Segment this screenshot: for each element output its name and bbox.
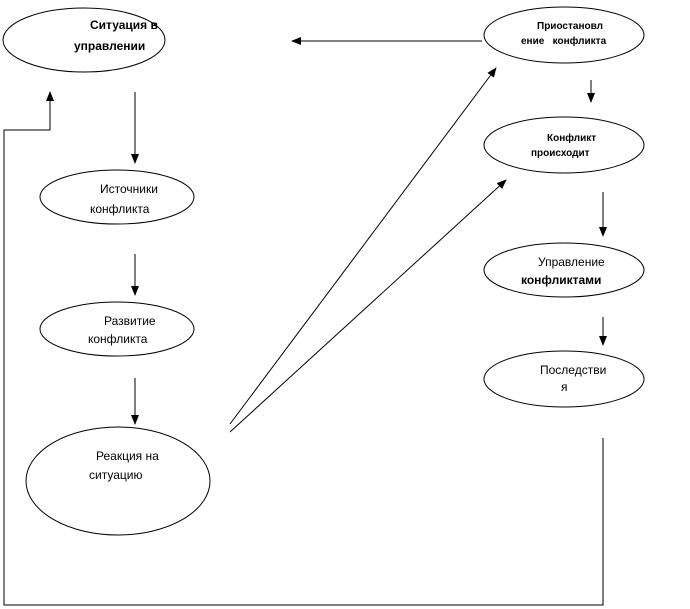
management-label-line2: конфликтами [521,273,601,287]
node-occurs [483,116,645,174]
occurs-label-line2: происходит [531,148,590,159]
feedback-loop-line [3,91,604,606]
development-label-line1: Развитие [104,314,156,328]
management-label-line1: Управление [538,255,605,269]
situation-label-line1: Ситуация в [90,18,158,32]
node-suspension [483,6,645,64]
node-situation [2,7,166,73]
node-development [39,301,195,357]
consequences-label-line2: я [561,380,568,394]
sources-label-line2: конфликта [90,202,150,216]
suspension-label-line2: ение конфликта [521,35,607,47]
node-management [483,242,645,298]
consequences-label-line1: Последстви [540,363,606,377]
node-reaction [25,426,211,536]
sources-label-line1: Источники [100,182,158,196]
arrow-reaction-to-suspension [229,67,497,425]
node-consequences [483,350,645,408]
development-label-line2: конфликта [88,332,148,346]
reaction-label-line1: Реакция на [96,449,159,463]
node-sources [39,169,195,225]
arrow-reaction-to-occurs [229,179,507,433]
suspension-label-line1: Приостановл [537,21,603,32]
reaction-label-line2: ситуацию [89,468,142,482]
occurs-label-line1: Конфликт [547,132,596,144]
situation-label-line2: управлении [74,39,145,53]
